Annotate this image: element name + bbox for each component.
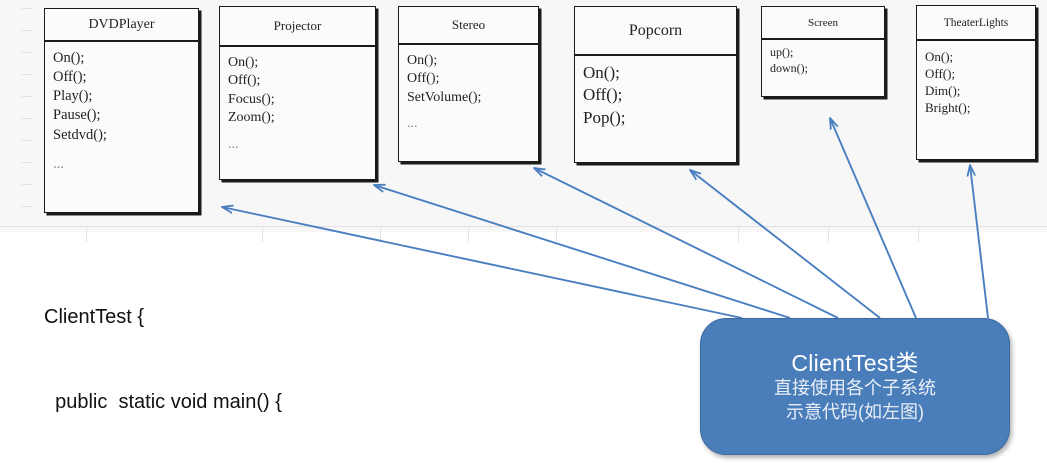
uml-member: Setdvd(); — [53, 126, 107, 143]
grid-tick — [262, 226, 263, 242]
uml-class-title-theaterlights: TheaterLights — [917, 6, 1035, 41]
uml-member: SetVolume(); — [407, 89, 482, 105]
grid-tick — [918, 226, 919, 242]
uml-member: Play(); — [53, 88, 93, 105]
uml-members-stereo: On(); Off(); SetVolume(); ... — [399, 45, 538, 134]
grid-row-tick — [22, 118, 32, 119]
code-line: public static void main() { — [44, 390, 282, 413]
uml-class-title-projector: Projector — [220, 7, 375, 47]
grid-tick — [86, 226, 87, 242]
uml-member: On(); — [583, 63, 620, 82]
uml-member: Off(); — [407, 71, 440, 87]
uml-member: On(); — [925, 49, 954, 64]
uml-member: Off(); — [228, 73, 261, 89]
callout-note: 示意代码(如左图) — [786, 401, 924, 422]
grid-row-tick — [22, 74, 32, 75]
uml-member: On(); — [407, 53, 438, 68]
uml-member: On(); — [228, 55, 259, 70]
grid-horizontal-line — [0, 226, 1047, 227]
uml-class-title-stereo: Stereo — [399, 7, 538, 45]
grid-tick — [380, 226, 381, 242]
uml-member: Pop(); — [583, 107, 626, 127]
uml-member: Pause(); — [53, 107, 101, 124]
uml-class-theaterlights: TheaterLights On(); Off(); Dim(); Bright… — [916, 5, 1036, 160]
uml-member: down(); — [770, 60, 808, 75]
grid-row-tick — [22, 162, 32, 163]
grid-tick — [828, 226, 829, 242]
uml-members-popcorn: On(); Off(); Pop(); — [575, 56, 736, 129]
uml-member: On(); — [53, 50, 85, 66]
uml-member: Focus(); — [228, 91, 275, 107]
grid-row-tick — [22, 140, 32, 141]
uml-member: Bright(); — [925, 100, 971, 116]
client-code-block: ClientTest { public static void main() {… — [44, 246, 405, 474]
uml-class-popcorn: Popcorn On(); Off(); Pop(); — [574, 6, 737, 163]
grid-tick — [468, 226, 469, 242]
uml-member: Off(); — [925, 66, 956, 82]
uml-members-screen: up(); down(); — [762, 40, 884, 77]
grid-tick — [556, 226, 557, 242]
callout-subtitle: 直接使用各个子系统 — [774, 378, 936, 399]
uml-member-ellipsis: ... — [53, 155, 64, 172]
uml-class-title-dvdplayer: DVDPlayer — [45, 9, 198, 42]
uml-member: Zoom(); — [228, 110, 275, 126]
uml-members-dvdplayer: On(); Off(); Play(); Pause(); Setdvd(); … — [45, 42, 198, 174]
grid-row-tick — [22, 184, 32, 185]
uml-member-ellipsis: ... — [407, 116, 418, 132]
grid-tick — [738, 226, 739, 242]
uml-class-dvdplayer: DVDPlayer On(); Off(); Play(); Pause(); … — [44, 8, 199, 213]
code-line: ClientTest { — [44, 305, 145, 328]
uml-member: up(); — [770, 45, 794, 59]
grid-row-tick — [22, 8, 32, 9]
uml-class-title-screen: Screen — [762, 7, 884, 40]
grid-row-tick — [22, 30, 32, 31]
uml-class-screen: Screen up(); down(); — [761, 6, 885, 97]
uml-class-title-popcorn: Popcorn — [575, 7, 736, 56]
uml-class-stereo: Stereo On(); Off(); SetVolume(); ... — [398, 6, 539, 162]
uml-member: Off(); — [53, 69, 87, 86]
grid-row-tick — [22, 96, 32, 97]
uml-members-projector: On(); Off(); Focus(); Zoom(); ... — [220, 47, 375, 154]
callout-title: ClientTest类 — [791, 349, 919, 376]
uml-member: Off(); — [583, 85, 623, 105]
uml-member: Dim(); — [925, 83, 961, 99]
uml-class-projector: Projector On(); Off(); Focus(); Zoom(); … — [219, 6, 376, 180]
grid-row-tick — [22, 206, 32, 207]
callout-clienttest: ClientTest类 直接使用各个子系统 示意代码(如左图) — [700, 318, 1010, 455]
uml-members-theaterlights: On(); Off(); Dim(); Bright(); — [917, 41, 1035, 117]
grid-row-tick — [22, 52, 32, 53]
uml-member-ellipsis: ... — [228, 136, 239, 152]
